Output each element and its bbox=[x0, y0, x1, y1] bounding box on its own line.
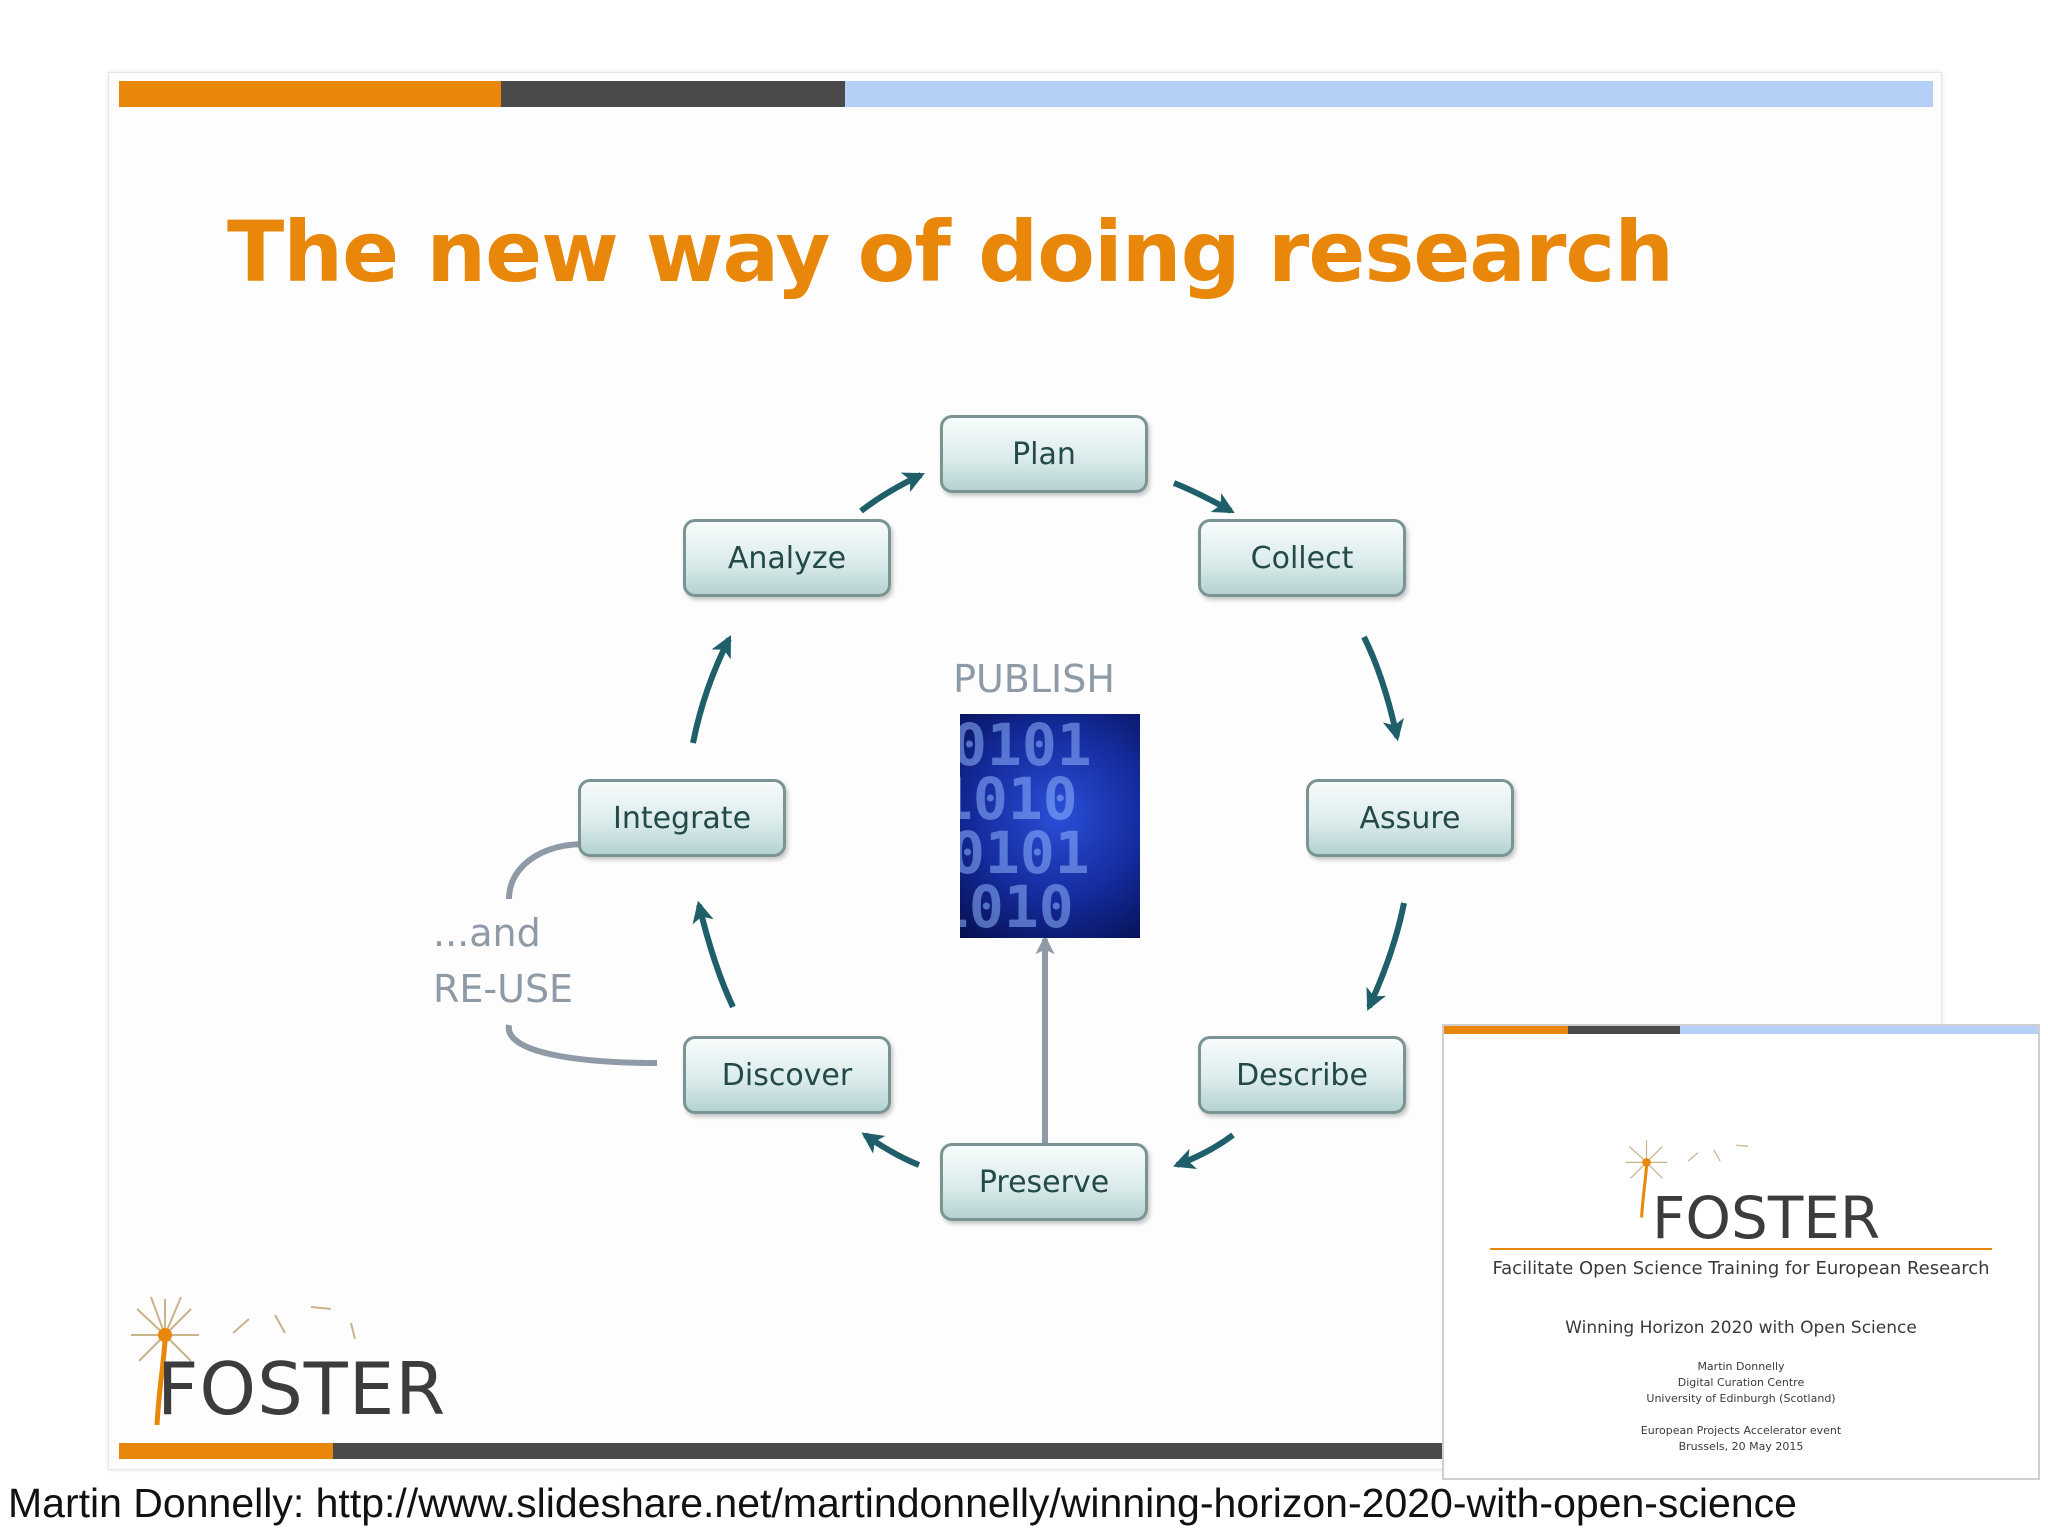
thumb-bar-dark bbox=[1568, 1026, 1680, 1034]
node-describe: Describe bbox=[1198, 1036, 1406, 1114]
node-analyze: Analyze bbox=[683, 519, 891, 597]
reuse-label-line: RE-USE bbox=[433, 967, 574, 1011]
node-discover: Discover bbox=[683, 1036, 891, 1114]
node-plan: Plan bbox=[940, 415, 1148, 493]
thumb-logo-text: FOSTER bbox=[1652, 1184, 1881, 1252]
binary-glyphs: 0101 bbox=[960, 819, 1090, 887]
slide: The new way of doing research Plan Colle… bbox=[108, 72, 1942, 1470]
binary-glyphs: 0101 bbox=[960, 714, 1092, 779]
arrow-integrate-to-analyze bbox=[690, 635, 732, 744]
thumb-bar-light-blue bbox=[1680, 1026, 2038, 1034]
bottom-bar-orange bbox=[119, 1443, 333, 1459]
source-caption: Martin Donnelly: http://www.slideshare.n… bbox=[8, 1480, 1797, 1526]
cycle-arrows bbox=[505, 472, 1407, 1170]
thumb-org: University of Edinburgh (Scotland) bbox=[1646, 1392, 1836, 1405]
arrow-describe-to-preserve bbox=[1172, 1132, 1235, 1170]
publish-label: PUBLISH bbox=[953, 657, 1115, 701]
arrow-preserve-to-discover bbox=[861, 1132, 921, 1168]
arrow-collect-to-assure bbox=[1361, 635, 1404, 742]
dandelion-icon bbox=[1625, 1140, 1749, 1218]
slide-thumbnail[interactable]: FOSTER Facilitate Open Science Training … bbox=[1442, 1024, 2040, 1480]
reuse-label: ...and RE-USE bbox=[433, 905, 573, 1017]
reuse-label-line: ...and bbox=[433, 911, 541, 955]
top-bar-dark bbox=[501, 81, 845, 107]
arrow-plan-to-collect bbox=[1172, 480, 1235, 514]
slide-title: The new way of doing research bbox=[227, 203, 1674, 301]
thumb-divider bbox=[1490, 1248, 1992, 1250]
arrow-analyze-to-plan bbox=[859, 472, 925, 514]
dandelion-icon bbox=[131, 1296, 356, 1426]
thumb-talk-title: Winning Horizon 2020 with Open Science bbox=[1565, 1318, 1917, 1338]
node-preserve: Preserve bbox=[940, 1143, 1148, 1221]
thumb-bar-orange bbox=[1444, 1026, 1568, 1034]
thumb-event-date: Brussels, 20 May 2015 bbox=[1678, 1440, 1804, 1453]
node-assure: Assure bbox=[1306, 779, 1514, 857]
node-integrate: Integrate bbox=[578, 779, 786, 857]
foster-logo-text: FOSTER bbox=[157, 1347, 447, 1431]
thumb-event: European Projects Accelerator event bbox=[1640, 1424, 1842, 1437]
top-bar-orange bbox=[119, 81, 501, 107]
thumb-subtitle: Facilitate Open Science Training for Eur… bbox=[1492, 1258, 1990, 1279]
arrow-discover-to-integrate bbox=[692, 900, 736, 1009]
thumb-speaker: Martin Donnelly bbox=[1697, 1360, 1785, 1373]
arrow-assure-to-describe bbox=[1366, 902, 1407, 1011]
thumb-org: Digital Curation Centre bbox=[1677, 1376, 1805, 1389]
top-bar-light-blue bbox=[845, 81, 1933, 107]
node-collect: Collect bbox=[1198, 519, 1406, 597]
